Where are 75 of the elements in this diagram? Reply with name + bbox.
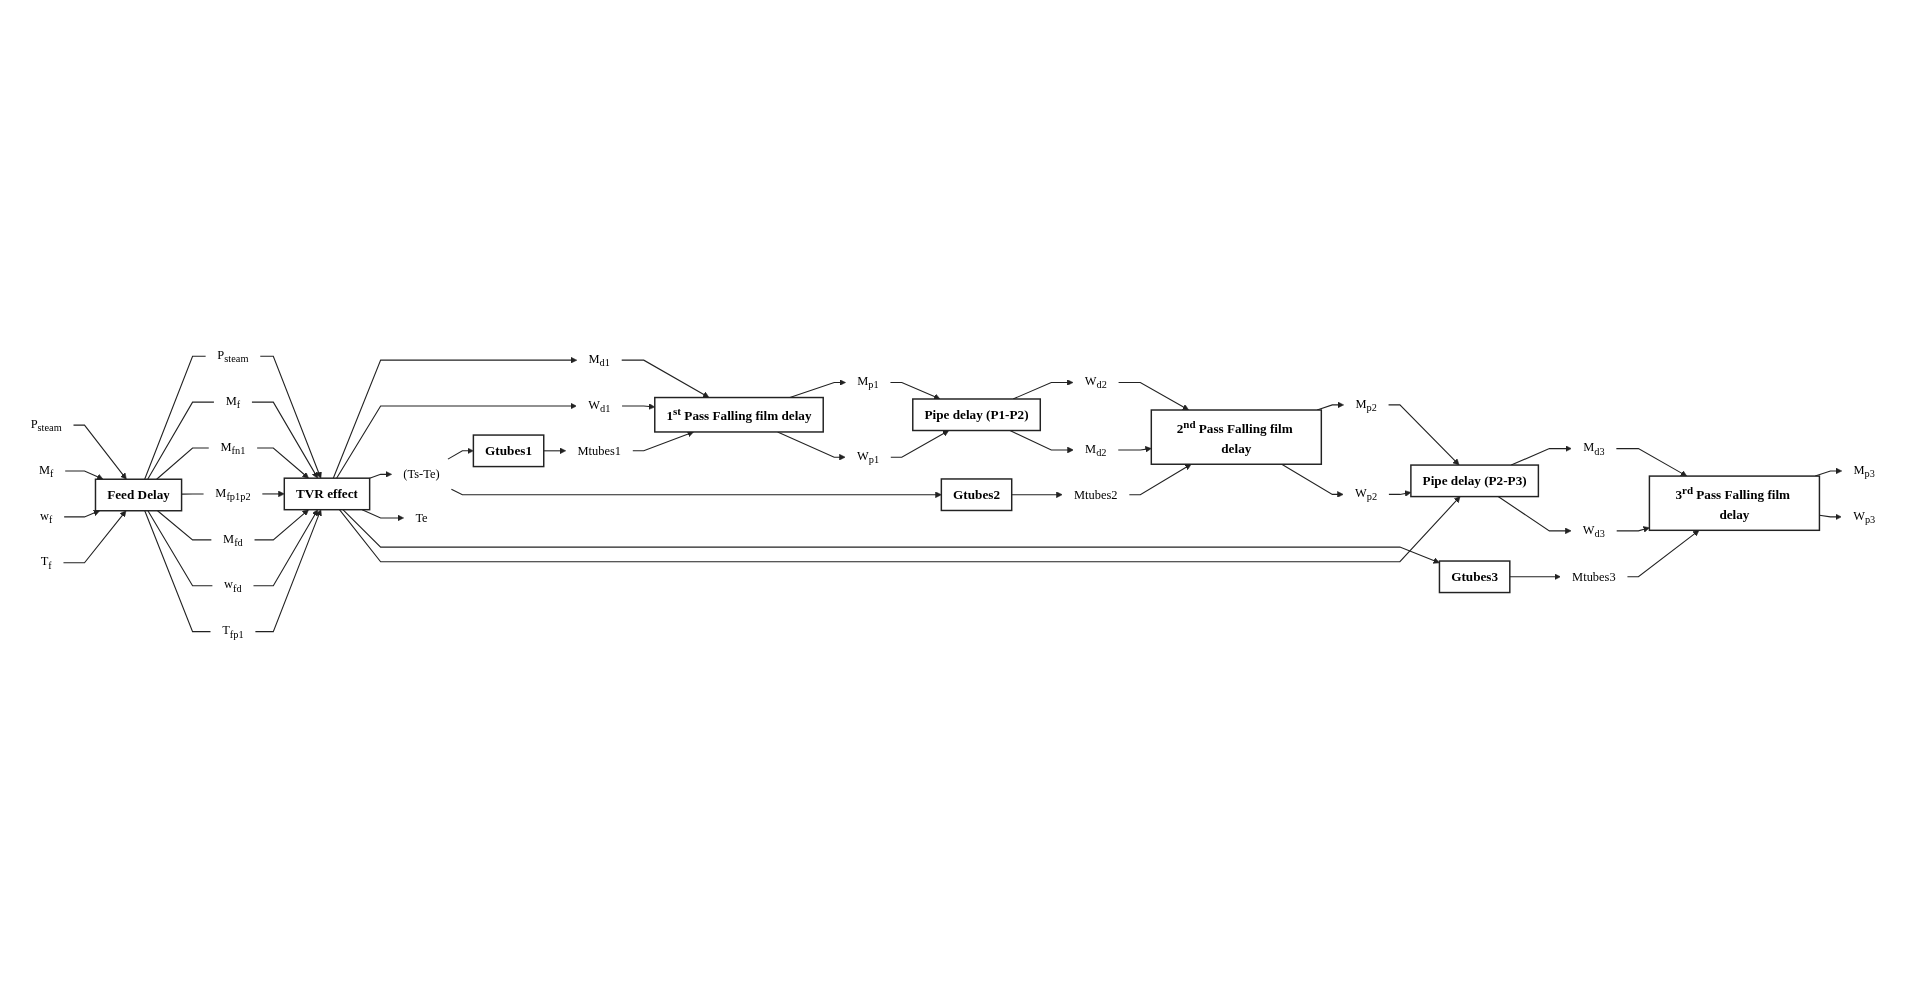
node-text: W$_{p1}$: [856, 448, 879, 465]
node-box: Pipe delay (P1-P2): [911, 397, 1041, 431]
arrow: [1387, 403, 1459, 465]
arrow: [341, 508, 1440, 564]
arrow: [1615, 447, 1687, 476]
arrow: [620, 359, 709, 398]
node-text: Mtubes1: [577, 443, 621, 458]
node-text: M$_{fn1}$: [220, 439, 245, 456]
arrow: [72, 424, 127, 480]
node-text: Mtubes3: [1571, 569, 1616, 584]
arrow: [1615, 525, 1650, 532]
node-box: Gtubes1: [472, 433, 545, 467]
arrow: [254, 508, 322, 632]
connector: [155, 447, 209, 480]
node-text: M$_{f}$: [225, 393, 240, 410]
arrow: [62, 510, 126, 563]
node-text: (Ts-Te): [402, 466, 440, 481]
arrow: [631, 430, 694, 451]
arrow: [621, 402, 655, 410]
arrow: [335, 402, 577, 479]
node-text: M$_{d1}$: [588, 351, 610, 368]
arrow: [250, 401, 318, 479]
arrow: [253, 508, 309, 540]
node-text: M$_{d3}$: [1582, 439, 1605, 457]
node-text: P$_{steam}$: [216, 347, 249, 364]
node-text: w$_{fd}$: [223, 577, 242, 594]
arrow: [889, 381, 940, 400]
node-box: Pipe delay (P2-P3): [1409, 463, 1539, 497]
connector: [156, 509, 212, 540]
node-text: W$_{p2}$: [1354, 485, 1377, 503]
arrow: [1818, 513, 1842, 520]
node-text: M$_{p1}$: [856, 373, 879, 391]
arrow: [1626, 529, 1699, 577]
node-text: W$_{d1}$: [587, 397, 610, 414]
node-text: M$_{fd}$: [222, 531, 243, 548]
node-text: M$_{fp1p2}$: [214, 485, 251, 502]
arrow: [1387, 489, 1411, 497]
node-text: W$_{d3}$: [1582, 522, 1605, 539]
arrow: [1497, 495, 1571, 534]
connector: [146, 509, 213, 586]
node-text: M$_{p3}$: [1853, 462, 1875, 479]
arrow: [361, 508, 404, 521]
node-text: M$_{f}$: [38, 462, 54, 479]
connector: [143, 509, 211, 632]
node-box: Feed Delay: [94, 478, 182, 512]
node-text: W$_{d2}$: [1084, 373, 1107, 391]
node-text: Mtubes2: [1073, 487, 1118, 502]
arrow: [64, 470, 103, 480]
node-text: w$_{f}$: [39, 508, 52, 525]
node-text: W$_{p3}$: [1852, 508, 1875, 525]
arrow: [256, 447, 309, 479]
node-box: 1$^{st}$ Pass Falling film delay: [653, 396, 824, 433]
arrow: [252, 508, 318, 586]
arrow: [332, 356, 577, 479]
arrow: [368, 470, 392, 479]
node-box: Gtubes2: [940, 477, 1012, 511]
connector: [146, 401, 215, 480]
node-text: T$_{fp1}$: [221, 622, 244, 640]
node-text: Te: [414, 510, 428, 525]
connector: [143, 355, 206, 480]
arrow: [1128, 463, 1191, 495]
arrow: [63, 509, 100, 517]
arrow: [338, 495, 1460, 562]
arrow: [1280, 463, 1344, 498]
arrow: [259, 355, 322, 479]
node-box: Gtubes3: [1438, 559, 1511, 593]
node-text: P$_{steam}$: [30, 416, 62, 433]
node-text: M$_{d2}$: [1084, 441, 1107, 458]
node-text: M$_{p2}$: [1354, 396, 1377, 413]
arrow: [1117, 381, 1189, 410]
node-text: T$_{f}$: [40, 554, 52, 571]
node-box: 3$^{rd}$ Pass Falling film delay: [1648, 474, 1820, 531]
arrow: [889, 429, 949, 458]
node-box: 2$^{nd}$ Pass Falling film delay: [1150, 408, 1322, 465]
node-box: TVR effect: [283, 477, 370, 510]
